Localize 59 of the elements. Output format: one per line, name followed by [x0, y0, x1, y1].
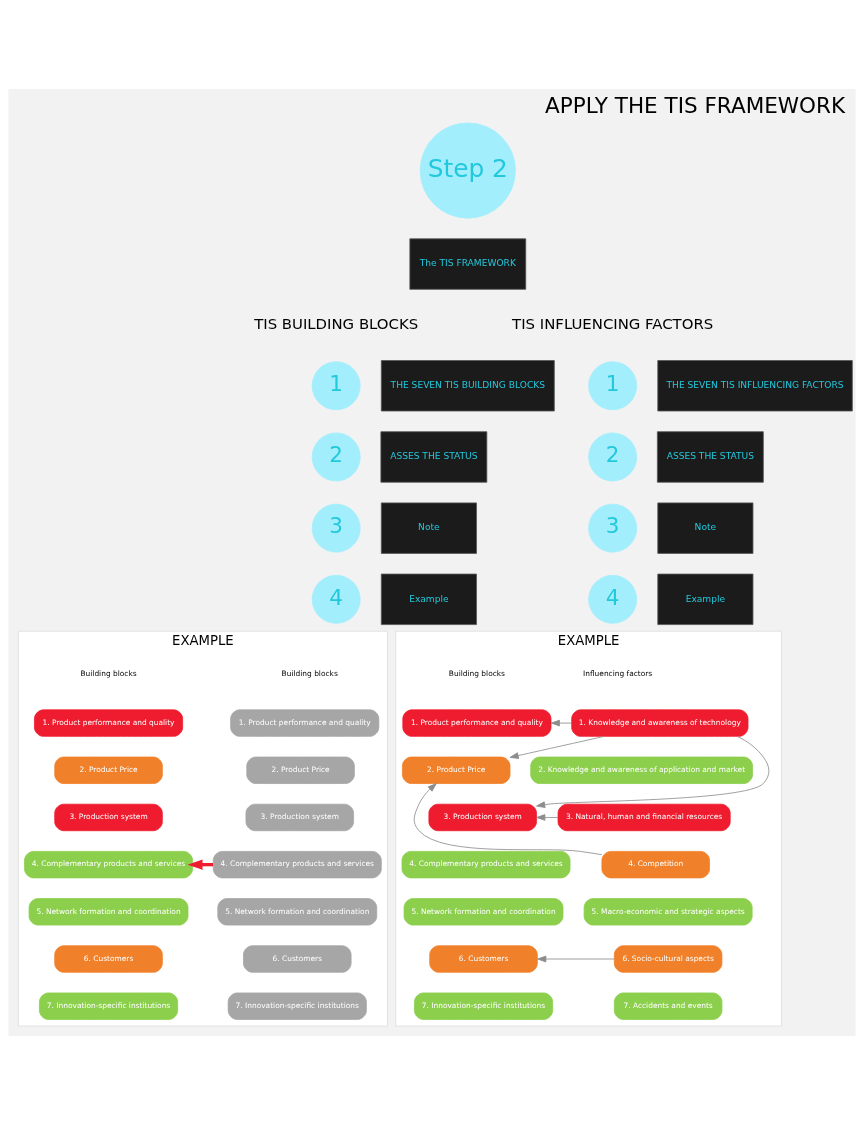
node-box: 6. Customers — [429, 944, 538, 973]
node-box: 2. Product Price — [54, 756, 163, 784]
node-box: 3. Production system — [54, 803, 163, 831]
node-box: THE SEVEN TIS INFLUENCING FACTORS — [657, 359, 853, 411]
node-box: 6. Customers — [54, 944, 163, 973]
node-circle: 1 — [311, 360, 361, 410]
node-box: THE SEVEN TIS BUILDING BLOCKS — [380, 359, 555, 411]
node-box: 5. Macro-economic and strategic aspects — [583, 897, 753, 925]
node-box: 3. Production system — [245, 803, 354, 831]
arrow — [509, 735, 605, 759]
label: Building blocks — [80, 668, 137, 678]
node-circle: 4 — [311, 574, 361, 624]
node-box: ASSES THE STATUS — [380, 430, 488, 483]
node-circle: 3 — [588, 503, 638, 553]
label: TIS INFLUENCING FACTORS — [512, 314, 714, 333]
node-box: 5. Network formation and coordination — [28, 897, 189, 925]
arrow — [536, 813, 559, 821]
node-box: 2. Product Price — [246, 756, 355, 784]
label: Building blocks — [448, 668, 505, 678]
node-box: Example — [657, 573, 754, 625]
diagram-title: APPLY THE TIS FRAMEWORK — [544, 92, 846, 118]
node-box: 7. Innovation-specific institutions — [39, 992, 179, 1020]
node-box: 4. Complementary products and services — [212, 850, 382, 878]
node-box: 7. Innovation-specific institutions — [227, 992, 367, 1020]
node-box: 5. Network formation and coordination — [403, 897, 564, 925]
node-circle: 2 — [311, 432, 361, 481]
node-box: 2. Knowledge and awareness of application and market — [530, 756, 753, 784]
node-box: 4. Complementary products and services — [401, 850, 571, 878]
arrow — [550, 719, 572, 726]
node-box: 4. Complementary products and services — [24, 850, 193, 878]
node-box: 4. Competition — [601, 850, 710, 878]
node-box: 6. Customers — [243, 944, 352, 973]
arrow — [537, 955, 615, 962]
node-box: 3. Production system — [428, 803, 537, 831]
node-circle: Step 2 — [419, 122, 516, 219]
node-box: Example — [380, 573, 477, 625]
node-box: ASSES THE STATUS — [656, 430, 764, 483]
node-box: Note — [380, 502, 477, 554]
node-box: 3. Natural, human and financial resources — [557, 803, 731, 831]
node-circle: 1 — [588, 360, 638, 410]
node-box: 7. Accidents and events — [613, 992, 723, 1020]
node-box: 7. Innovation-specific institutions — [414, 992, 554, 1020]
label: Influencing factors — [583, 668, 653, 678]
label: Building blocks — [281, 668, 338, 678]
node-box: Note — [657, 502, 754, 554]
arrow — [413, 782, 603, 855]
arrow — [536, 735, 770, 808]
node-box: 1. Product performance and quality — [34, 708, 184, 737]
node-box: 2. Product Price — [402, 756, 511, 784]
node-box: 6. Socio-cultural aspects — [613, 944, 723, 973]
node-box: The TIS FRAMEWORK — [409, 237, 527, 290]
node-box: 1. Product performance and quality — [402, 708, 552, 737]
label: TIS BUILDING BLOCKS — [254, 314, 419, 333]
node-circle: 3 — [311, 503, 361, 553]
node-box: 5. Network formation and coordination — [217, 897, 378, 925]
node-box: 1. Product performance and quality — [230, 708, 380, 737]
node-circle: 4 — [588, 574, 638, 624]
node-circle: 2 — [588, 432, 638, 481]
node-box: 1. Knowledge and awareness of technology — [571, 708, 749, 737]
